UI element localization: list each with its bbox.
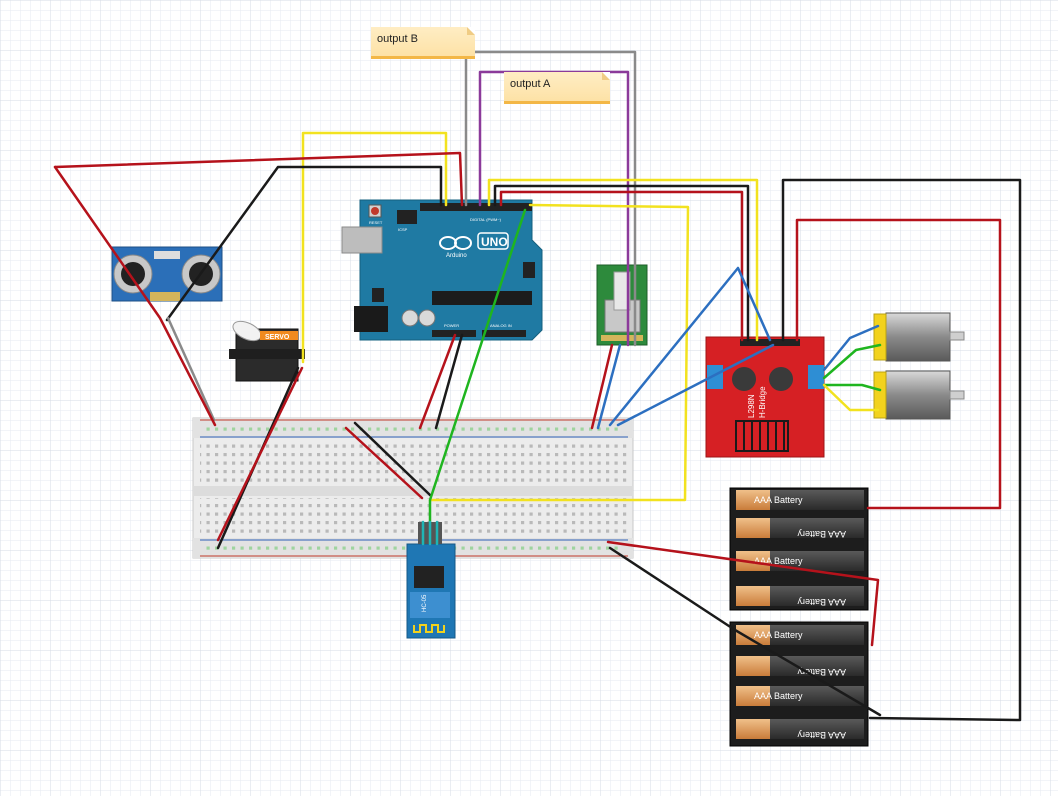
wire-red-servo: [216, 366, 304, 542]
wire-yellow-hbridge: [487, 178, 759, 342]
terminal-motor-b: [808, 365, 824, 389]
voltage-regulator: [372, 288, 384, 302]
wire-blue-hbridge-2: [616, 343, 775, 427]
wire-gray-sensor: [166, 316, 216, 422]
arduino-logo: UNO Arduino: [439, 232, 509, 259]
digital-header: [420, 203, 532, 211]
servo-motor[interactable]: SERVO: [229, 317, 305, 382]
battery-label-6: AAA Battery: [797, 667, 846, 677]
board-name: UNO: [481, 235, 508, 249]
battery-label-8: AAA Battery: [797, 730, 846, 740]
hbridge-capacitor-1: [732, 367, 756, 391]
bluetooth-label: HC-05: [422, 594, 428, 612]
breadboard[interactable]: [192, 417, 634, 559]
wire-yellow-breadboard: [428, 203, 690, 502]
analog-label: ANALOG IN: [490, 323, 512, 328]
usb-port: [341, 226, 383, 254]
terminal-motor-a: [707, 365, 723, 389]
capacitor-2: [418, 309, 436, 327]
wire-green-motor-bottom: [822, 383, 882, 392]
wire-blue-pot: [596, 343, 622, 430]
potentiometer-knob[interactable]: [613, 271, 631, 311]
note-output-a[interactable]: output A: [504, 72, 610, 104]
power-jack: [354, 306, 388, 332]
note-fold: [467, 27, 475, 35]
battery-label-2: AAA Battery: [797, 529, 846, 539]
dc-motor-bottom[interactable]: [873, 370, 965, 420]
wire-red-sensor-vcc: [53, 165, 217, 427]
potentiometer-module[interactable]: [596, 264, 648, 346]
wire-red-sensor: [53, 151, 464, 207]
power-header: [432, 330, 476, 337]
battery-label-3: AAA Battery: [754, 556, 803, 566]
wire-yellow-motor-bottom: [822, 383, 880, 412]
wire-blue-motor-top: [822, 324, 880, 372]
heatsink: [735, 420, 789, 452]
wire-red-breadboard: [344, 426, 424, 500]
wire-black-hbridge-1: [493, 184, 750, 342]
battery-pack-bottom[interactable]: AAA Battery AAA Battery AAA Battery AAA …: [729, 621, 869, 747]
battery-label-7: AAA Battery: [754, 691, 803, 701]
note-output-a-text: output A: [510, 78, 551, 90]
note-fold: [602, 72, 610, 80]
servo-label: SERVO: [265, 334, 290, 341]
wire-yellow-servo: [301, 131, 448, 364]
battery-label-1: AAA Battery: [754, 495, 803, 505]
wire-red-arduino: [418, 333, 457, 430]
wire-blue-hbridge-1: [608, 266, 772, 427]
battery-label-5: AAA Battery: [754, 630, 803, 640]
battery-pack-top[interactable]: AAA Battery AAA Battery AAA Battery AAA …: [729, 487, 869, 611]
capacitor-1: [401, 309, 419, 327]
power-label: POWER: [444, 323, 459, 328]
hbridge-capacitor-2: [769, 367, 793, 391]
l298n-h-bridge[interactable]: L298N H-Bridge: [705, 336, 825, 458]
reset-label: RESET: [369, 220, 383, 225]
wire-green-motor-top: [822, 343, 882, 380]
hbridge-label-1: L298N: [747, 394, 756, 418]
wire-red-pot: [590, 343, 614, 430]
wire-green-bluetooth: [428, 208, 527, 524]
arduino-uno-board[interactable]: RESET ICSP DIGITAL (PWM~) POWER ANALOG I…: [341, 199, 543, 341]
wire-gray-pot: [473, 50, 637, 347]
wire-black-battery-top: [781, 178, 1022, 722]
wire-black-breadboard: [353, 421, 432, 497]
wire-red-battery-rail: [606, 540, 880, 647]
digital-label: DIGITAL (PWM~): [470, 217, 502, 222]
note-output-b[interactable]: output B: [371, 27, 475, 59]
battery-label-4: AAA Battery: [797, 597, 846, 607]
dc-motor-top[interactable]: [873, 312, 965, 362]
wire-red-battery-hbridge: [795, 218, 1002, 510]
analog-header: [482, 330, 526, 337]
wire-black-sensor: [165, 165, 443, 322]
wire-black-battery-bottom: [608, 546, 882, 717]
icsp-header: [397, 210, 417, 224]
hbridge-label-2: H-Bridge: [758, 386, 767, 418]
note-output-b-text: output B: [377, 33, 418, 45]
icsp-label: ICSP: [398, 227, 408, 232]
brand-text: Arduino: [446, 253, 467, 259]
wire-red-hbridge: [499, 190, 744, 342]
wires: [53, 50, 1022, 722]
microcontroller-chip: [432, 291, 532, 305]
wire-black-arduino-gnd: [434, 333, 464, 430]
